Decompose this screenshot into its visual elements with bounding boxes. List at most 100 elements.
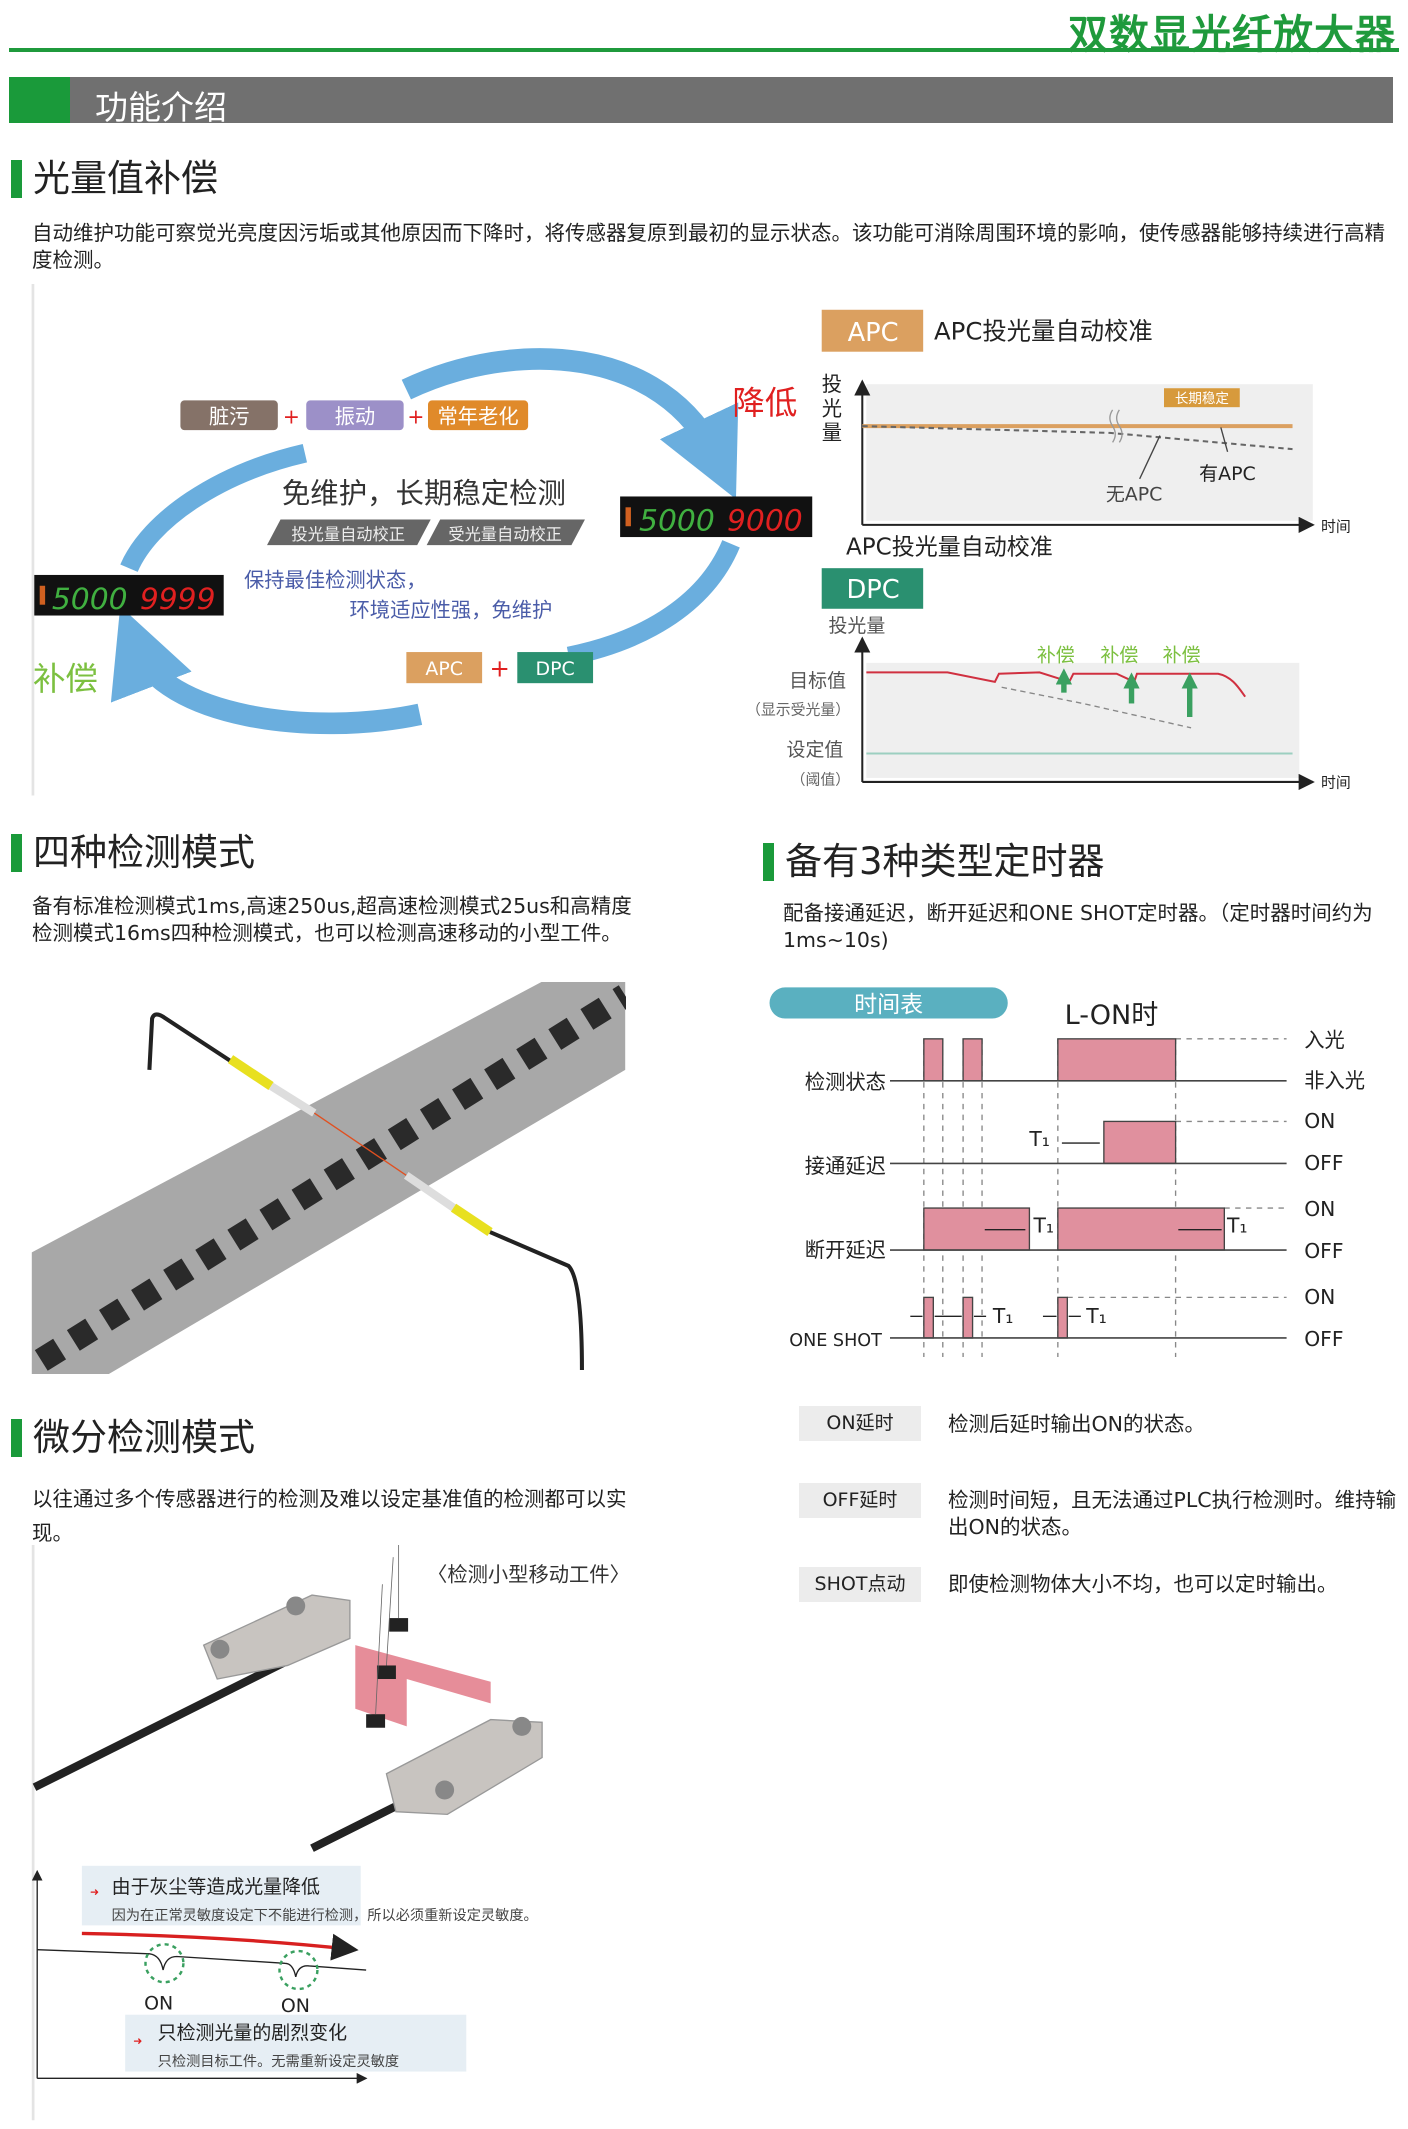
- workpieces: [366, 1618, 409, 1728]
- screw-hole: [210, 1639, 230, 1659]
- compensate-label: 补偿: [33, 660, 98, 698]
- t1-label: T₁: [1085, 1304, 1107, 1328]
- compensation-description: 自动维护功能可察觉光亮度因污垢或其他原因而下降时，将传感器复原到最初的显示状态。…: [32, 221, 1385, 272]
- break-mark: [1109, 409, 1123, 443]
- threshold-label: 设定值: [787, 739, 844, 761]
- state-label: OFF: [1304, 1239, 1343, 1263]
- banner-title: 功能介绍: [95, 88, 227, 127]
- decrease-label: 降低: [732, 384, 797, 422]
- target-label: 目标值: [789, 670, 846, 692]
- note-arrow-icon: ➜: [90, 1886, 99, 1899]
- figure-caption: 〈检测小型移动工件〉: [427, 1563, 630, 1587]
- display-left-red: 9999: [140, 582, 216, 617]
- banner-accent: [9, 77, 70, 123]
- workpiece-leads: [375, 1545, 400, 1715]
- factor-aging: [428, 400, 529, 431]
- dpc-chip: [517, 652, 594, 684]
- apc-ylabel: 光: [822, 396, 842, 420]
- apc-xlabel: 时间: [1321, 518, 1351, 536]
- dpc-uncompensated-line: [1001, 686, 1192, 729]
- state-label: OFF: [1304, 1327, 1343, 1351]
- row-label: ONE SHOT: [789, 1331, 882, 1351]
- heading-differential: 微分检测模式: [11, 1416, 255, 1460]
- without-apc-label: 无APC: [1106, 484, 1163, 506]
- factor-vibration: [306, 400, 404, 431]
- row-label: 检测状态: [805, 1070, 886, 1094]
- display-left-green: 5000: [52, 582, 128, 617]
- timechart-badge: [769, 987, 1008, 1019]
- state-label: ON: [1304, 1285, 1335, 1309]
- timers-description: 配备接通延迟，断开延迟和ONE SHOT定时器。（定时器时间约为1ms~10s): [783, 901, 1373, 952]
- plus-sign: +: [490, 653, 510, 682]
- apc-plot-bg: [866, 384, 1313, 521]
- note-1-box: [81, 1865, 361, 1926]
- apc-without-line: [862, 425, 1293, 451]
- timer-type-off-delay: OFF延时: [799, 1483, 921, 1518]
- display-left: 5000 9999: [34, 574, 224, 617]
- timer-desc-one-shot: 即使检测物体大小不均，也可以定时输出。: [948, 1572, 1338, 1596]
- signal-line: [37, 1949, 367, 1977]
- fiber-cable: [32, 1655, 294, 1791]
- differential-description: 以往通过多个传感器进行的检测及难以设定基准值的检测都可以实现。: [32, 1487, 627, 1545]
- dpc-chip-label: DPC: [536, 658, 575, 680]
- note-1-title: 由于灰尘等造成光量降低: [112, 1876, 320, 1898]
- fiber-cable: [147, 1012, 246, 1072]
- pointer: [1220, 427, 1229, 453]
- t1-label: T₁: [1028, 1127, 1050, 1151]
- arrow-right: [566, 539, 740, 666]
- baselines: [889, 1079, 1287, 1339]
- dpc-ylabel: 投光量: [828, 615, 885, 637]
- timer-desc-off-delay: 检测时间短，且无法通过PLC执行检测时。维持输出ON的状态。: [948, 1488, 1397, 1539]
- sensor-head: [450, 1203, 493, 1237]
- center-title: 免维护，长期稳定检测: [282, 477, 566, 510]
- state-label: 非入光: [1304, 1069, 1365, 1093]
- note-arrow-icon: ➜: [133, 2034, 142, 2047]
- apc-caption: APC投光量自动校准: [846, 535, 1053, 561]
- tag-receiver: [426, 519, 585, 546]
- compensation-figure: 脏污 + 振动 + 常年老化 降低 免维护，长期稳定检测 投光量自动校正 受光量…: [31, 284, 1351, 796]
- t1-label: T₁: [992, 1304, 1014, 1328]
- t1-label: T₁: [1226, 1213, 1248, 1237]
- apc-chip-label: APC: [425, 658, 463, 680]
- decline-arrow: [81, 1931, 359, 1961]
- factor-aging-label: 常年老化: [437, 404, 518, 428]
- dpc-xlabel: 时间: [1321, 773, 1351, 791]
- tag-emitter-label: 投光量自动校正: [291, 525, 405, 544]
- state-label: ON: [1304, 1197, 1335, 1221]
- mode-label: L-ON时: [1065, 1000, 1159, 1031]
- screw-hole: [435, 1780, 455, 1800]
- on-label: ON: [144, 1992, 173, 2014]
- workpieces: [34, 985, 626, 1371]
- comp-label: 补偿: [1163, 645, 1201, 667]
- apc-ylabel: 量: [822, 421, 842, 445]
- t1-arrows: [910, 1142, 1222, 1318]
- note-2-sub: 只检测目标工件。无需重新设定灵敏度: [158, 2053, 399, 2070]
- screw-hole: [286, 1596, 306, 1616]
- dpc-badge: [821, 568, 924, 609]
- sensor-head: [227, 1055, 274, 1091]
- benefit-line-2: 环境适应性强，免维护: [350, 598, 553, 622]
- pointer: [1139, 435, 1161, 480]
- timer-type-on-delay: ON延时: [799, 1406, 921, 1441]
- screw-hole: [512, 1716, 532, 1736]
- factor-vibration-label: 振动: [335, 404, 376, 428]
- with-apc-label: 有APC: [1199, 463, 1256, 485]
- light-beam: [313, 1112, 407, 1176]
- timer-desc-on-delay: 检测后延时输出ON的状态。: [948, 1412, 1205, 1436]
- plus-sign: +: [407, 404, 424, 428]
- modes-description: 备有标准检测模式1ms,高速250us,超高速检测模式25us和高精度检测模式1…: [32, 894, 632, 945]
- arrow-left: [120, 443, 308, 573]
- target-sub-label: （显示受光量）: [746, 700, 850, 718]
- factor-dirt: [180, 400, 278, 431]
- dip-marker: [278, 1949, 319, 1991]
- stable-tag: [1164, 388, 1240, 408]
- factor-dirt-label: 脏污: [209, 404, 250, 428]
- sensor-head: [403, 1171, 456, 1212]
- sensor-emitter: [202, 1594, 351, 1680]
- note-2-box: [125, 2014, 467, 2072]
- on-label: ON: [281, 1995, 310, 2017]
- note-2-title: 只检测光量的剧烈变化: [158, 2022, 347, 2044]
- apc-title: APC投光量自动校准: [934, 317, 1153, 346]
- display-right-green: 5000: [639, 503, 715, 538]
- timing-chart: 时间表 L-ON时 T₁ T₁ T₁ T₁ T₁ 检测状态 接通延迟 断开延迟 …: [769, 987, 1365, 1357]
